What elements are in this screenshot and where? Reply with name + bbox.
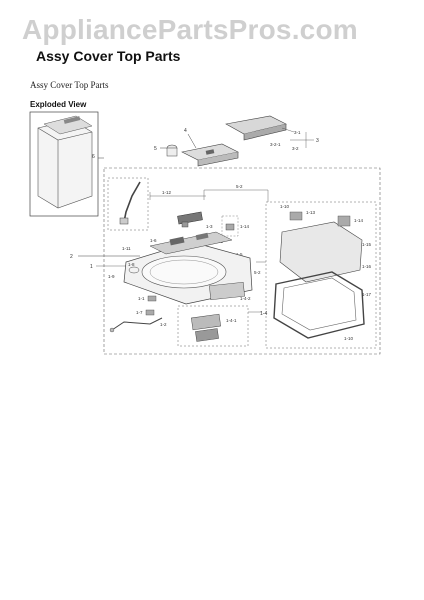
page-subtitle: Assy Cover Top Parts [30,80,109,90]
callout-1-14: 1-14 [240,224,250,229]
callout-1-4-2: 1-4-2 [240,296,251,301]
callout-1-2: 1-2 [160,322,167,327]
callout-5-2-lid: 5-2 [254,270,261,275]
callout-1-4-1: 1-4-1 [226,318,237,323]
callout-1-8: 1-8 [128,262,135,267]
part-3-dispenser: 3-1 3-2-1 3-2 3 [225,115,319,151]
callout-1-17: 1-17 [362,292,372,297]
callout-1-10: 1-10 [280,204,290,209]
callout-1-13-lid: 1-13 [306,210,316,215]
part-fittings: 1-1 1-7 1-2 [109,295,167,333]
part-hose-assembly: 1-12 [107,177,206,231]
callout-1-15: 1-15 [362,242,372,247]
callout-1-7: 1-7 [136,310,143,315]
callout-1-14-lid: 1-14 [354,218,364,223]
callout-1-11: 1-11 [122,246,131,251]
callout-4: 4 [184,128,187,134]
callout-1-16: 1-16 [362,264,372,269]
callout-3-2-1: 3-2-1 [270,142,281,147]
part-4-panel: 4 [181,128,239,167]
callout-1-5: 1-5 [236,252,243,257]
callout-3-2: 3-2 [292,146,299,151]
washer-thumbnail [29,111,99,217]
callout-5: 5 [154,146,157,152]
part-detergent-drawer: 1-4-2 1-4-1 1-4 [177,281,267,347]
callout-1-4: 1-4 [260,311,267,317]
part-lid-assembly: 1-10 1-13 1-14 1-15 1-16 1-17 1-10 5-2 [254,201,377,349]
callout-1-1: 1-1 [138,296,145,301]
callout-1-9: 1-9 [108,274,115,279]
callout-1-6: 1-6 [150,238,157,243]
callout-1-12: 1-12 [162,190,172,195]
callout-5-2: 5-2 [236,184,243,189]
callout-1-10-lid: 1-10 [344,336,354,341]
assembly-boundary [103,167,381,355]
callout-2: 2 [70,254,73,260]
callout-3: 3 [316,138,319,144]
section-heading: Exploded View [30,100,87,109]
callout-1: 1 [90,264,93,270]
page-title: Assy Cover Top Parts [36,48,181,64]
callout-1-3: 1-3 [206,224,213,229]
watermark: AppliancePartsPros.com [22,14,358,45]
part-5-cap: 5 [154,144,178,157]
callout-3-1: 3-1 [294,130,301,135]
callout-6: 6 [92,154,95,160]
